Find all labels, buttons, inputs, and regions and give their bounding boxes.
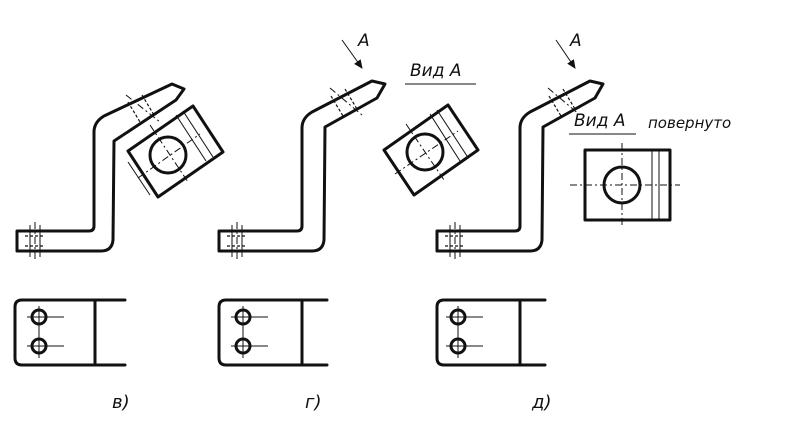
- view-a-g: Вид А: [382, 61, 480, 197]
- panel-d: А Вид А повернуто д): [435, 31, 731, 413]
- caption-d: д): [531, 392, 551, 413]
- part-v-outline: [15, 82, 186, 253]
- part-v-arm-holes: [125, 94, 161, 123]
- view-a-rotated-d: Вид А повернуто: [569, 111, 731, 226]
- part-v-inclined-plate: [126, 104, 225, 199]
- part-g-arm-holes: [329, 87, 363, 117]
- rotated-label: повернуто: [648, 114, 731, 132]
- view-arrow-a-d: А: [555, 31, 582, 69]
- part-g-left-holes: [227, 222, 247, 260]
- arrow-label-d: А: [569, 31, 582, 51]
- view-arrow-a-g: А: [341, 31, 370, 69]
- part-d-left-holes: [445, 222, 465, 260]
- part-v-left-holes: [25, 222, 45, 260]
- caption-g: г): [305, 392, 321, 413]
- part-g-outline: [217, 79, 387, 253]
- arrow-label-g: А: [357, 31, 370, 51]
- panel-v: в): [13, 82, 225, 413]
- part-v-plan: [13, 298, 127, 367]
- view-label-g: Вид А: [410, 61, 462, 81]
- panel-g: А Вид А г): [217, 31, 480, 413]
- part-g-plan: [217, 298, 329, 367]
- view-label-d: Вид А: [574, 111, 626, 131]
- caption-v: в): [112, 392, 130, 413]
- part-d-arm-holes: [547, 87, 581, 117]
- part-d-outline: [435, 79, 605, 253]
- part-d-plan: [435, 298, 547, 367]
